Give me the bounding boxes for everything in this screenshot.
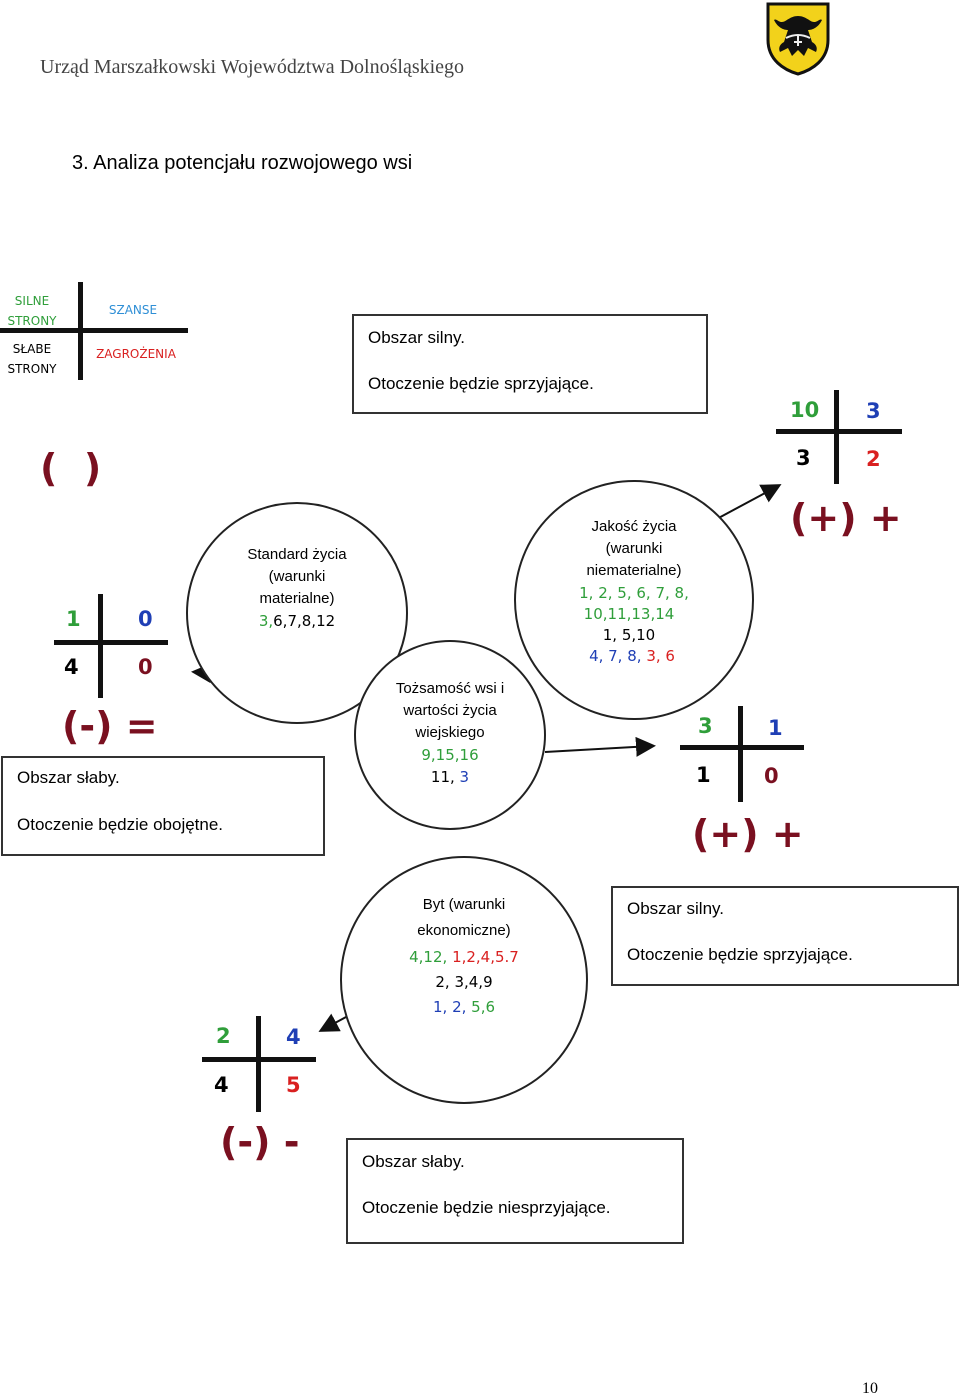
cross-bottom-result: (-) - bbox=[220, 1120, 300, 1164]
legend-threats: ZAGROŻENIA bbox=[96, 347, 176, 361]
cross-midright-vertical bbox=[738, 706, 743, 802]
byt-values-mixed-1: 4,12, 1,2,4,5.7 bbox=[342, 946, 586, 968]
section-title: 3. Analiza potencjału rozwojowego wsi bbox=[72, 152, 413, 174]
legend-cross-vertical bbox=[78, 282, 83, 380]
cross-left-horizontal bbox=[54, 640, 168, 645]
box-bottom-line2: Otoczenie będzie niesprzyjające. bbox=[362, 1198, 611, 1217]
cross-bottom-bl: 4 bbox=[214, 1073, 229, 1097]
tozsamosc-values: 11, 3 bbox=[356, 766, 544, 788]
box-top-line1: Obszar silny. bbox=[368, 328, 465, 347]
byt-line2: ekonomiczne) bbox=[417, 922, 511, 939]
empty-marker: ( ) bbox=[40, 446, 102, 490]
box-left-line1: Obszar słaby. bbox=[17, 768, 120, 787]
cross-left-br: 0 bbox=[138, 655, 153, 679]
tozsamosc-values-green: 9,15,16 bbox=[421, 746, 479, 764]
jakosc-line1: Jakość życia bbox=[591, 518, 677, 535]
legend-weaknesses: SŁABE STRONY bbox=[7, 342, 57, 376]
jakosc-line2: (warunki bbox=[605, 540, 663, 557]
cross-left-tl: 1 bbox=[66, 607, 81, 631]
cross-topright-tl: 10 bbox=[790, 398, 820, 422]
jakosc-values-green-1: 1, 2, 5, 6, 7, 8, bbox=[579, 584, 689, 602]
page-number: 10 bbox=[862, 1380, 878, 1397]
cross-bottom-tl: 2 bbox=[216, 1024, 231, 1048]
cross-topright-result: (+) + bbox=[790, 496, 902, 540]
box-bottom-line1: Obszar słaby. bbox=[362, 1152, 465, 1171]
cross-topright-horizontal bbox=[776, 429, 902, 434]
standard-line3: materialne) bbox=[259, 590, 335, 607]
tozsamosc-line3: wiejskiego bbox=[415, 724, 485, 741]
cross-midright-tr: 1 bbox=[768, 716, 783, 740]
cross-bottom-br: 5 bbox=[286, 1073, 301, 1097]
circle-jakosc-zycia: Jakość życia (warunki niematerialne) 1, … bbox=[514, 480, 754, 720]
legend-opportunities: SZANSE bbox=[108, 303, 158, 317]
jakosc-values-green-2: 10,11,13,14 bbox=[583, 605, 675, 623]
standard-line1: Standard życia bbox=[247, 546, 347, 563]
legend-cross-horizontal bbox=[0, 328, 188, 333]
box-bottom: Obszar słaby. Otoczenie będzie niesprzyj… bbox=[346, 1138, 684, 1244]
cross-midright-br: 0 bbox=[764, 764, 779, 788]
cross-topright-bl: 3 bbox=[796, 446, 811, 470]
cross-bottom-tr: 4 bbox=[286, 1025, 301, 1049]
legend-strengths: SILNE STRONY bbox=[7, 294, 57, 328]
box-left-line2: Otoczenie będzie obojętne. bbox=[17, 815, 224, 834]
cross-topright-vertical bbox=[834, 390, 839, 484]
cross-left-vertical bbox=[98, 594, 103, 698]
byt-value-red: 1,2,4,5.7 bbox=[452, 948, 519, 966]
jakosc-values-mixed: 4, 7, 8, 3, 6 bbox=[512, 645, 752, 667]
coat-of-arms-icon bbox=[766, 2, 830, 76]
cross-midright-result: (+) + bbox=[692, 812, 804, 856]
circle-tozsamosc: Tożsamość wsi i wartości życia wiejskieg… bbox=[354, 640, 546, 830]
cross-topright-br: 2 bbox=[866, 447, 881, 471]
box-right-line1: Obszar silny. bbox=[627, 899, 724, 918]
cross-left-bl: 4 bbox=[64, 655, 79, 679]
standard-value-black: 6,7,8,12 bbox=[273, 612, 336, 630]
tozsamosc-value-blue: 3 bbox=[459, 768, 470, 786]
byt-values-mixed-2: 1, 2, 5,6 bbox=[342, 996, 586, 1018]
byt-line1: Byt (warunki bbox=[422, 896, 506, 913]
cross-topright-tr: 3 bbox=[866, 399, 881, 423]
byt-value-blue: 1, 2, bbox=[432, 998, 472, 1016]
standard-value-green: 3, bbox=[258, 612, 274, 630]
tozsamosc-value-black: 11, bbox=[430, 768, 460, 786]
cross-bottom-vertical bbox=[256, 1016, 261, 1112]
box-top-line2: Otoczenie będzie sprzyjające. bbox=[368, 374, 594, 393]
byt-value-green: 4,12, bbox=[409, 948, 453, 966]
tozsamosc-line1: Tożsamość wsi i bbox=[395, 680, 505, 697]
jakosc-value-red: 3, 6 bbox=[646, 647, 675, 665]
box-right: Obszar silny. Otoczenie będzie sprzyjają… bbox=[611, 886, 959, 986]
document-header: Urząd Marszałkowski Województwa Dolnoślą… bbox=[40, 56, 465, 78]
cross-left-result: (-) = bbox=[62, 704, 158, 748]
byt-value-green-2: 5,6 bbox=[471, 998, 496, 1016]
cross-midright-bl: 1 bbox=[696, 763, 711, 787]
byt-values-black: 2, 3,4,9 bbox=[435, 973, 493, 991]
cross-left-tr: 0 bbox=[138, 607, 153, 631]
jakosc-line3: niematerialne) bbox=[586, 562, 682, 579]
jakosc-value-blue: 4, 7, 8, bbox=[589, 647, 647, 665]
cross-midright-tl: 3 bbox=[698, 714, 713, 738]
circle-byt: Byt (warunki ekonomiczne) 4,12, 1,2,4,5.… bbox=[340, 856, 588, 1104]
box-right-line2: Otoczenie będzie sprzyjające. bbox=[627, 945, 853, 964]
jakosc-values-black: 1, 5,10 bbox=[602, 626, 656, 644]
standard-values: 3,6,7,8,12 bbox=[188, 610, 406, 632]
standard-line2: (warunki bbox=[268, 568, 326, 585]
box-left: Obszar słaby. Otoczenie będzie obojętne. bbox=[1, 756, 325, 856]
tozsamosc-line2: wartości życia bbox=[403, 702, 497, 719]
box-top: Obszar silny. Otoczenie będzie sprzyjają… bbox=[352, 314, 708, 414]
